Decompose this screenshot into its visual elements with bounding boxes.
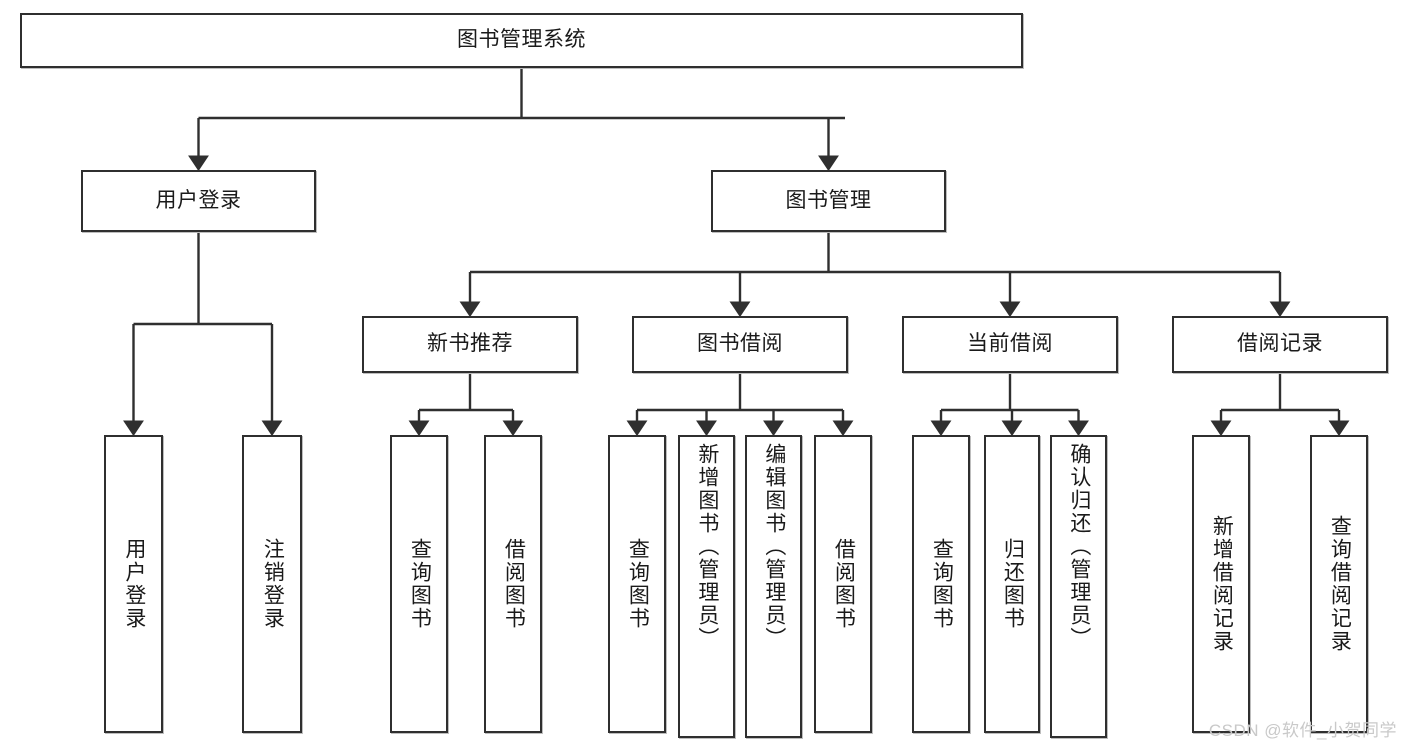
node-new-book-recommend[interactable]: 新书推荐: [362, 316, 578, 373]
leaf-confirm-return-admin[interactable]: 确认归还（管理员）: [1050, 435, 1107, 738]
leaf-borrow-book[interactable]: 借阅图书: [814, 435, 872, 733]
node-borrow-record-label: 借阅记录: [1237, 332, 1323, 356]
leaf-add-borrow-record[interactable]: 新增借阅记录: [1192, 435, 1250, 733]
node-book-borrow-label: 图书借阅: [697, 332, 783, 356]
leaf-query-book-borrow[interactable]: 查询图书: [608, 435, 666, 733]
leaf-query-book-current-label: 查询图书: [930, 538, 954, 630]
leaf-add-book-admin-label: 新增图书（管理员）: [695, 443, 719, 650]
leaf-query-borrow-record-label: 查询借阅记录: [1328, 515, 1352, 653]
leaf-return-book[interactable]: 归还图书: [984, 435, 1040, 733]
leaf-user-login[interactable]: 用户登录: [104, 435, 163, 733]
leaf-user-login-label: 用户登录: [122, 538, 146, 630]
leaf-query-book-recommend-label: 查询图书: [408, 538, 432, 630]
leaf-query-book-recommend[interactable]: 查询图书: [390, 435, 448, 733]
node-user-login[interactable]: 用户登录: [81, 170, 316, 232]
csdn-watermark: CSDN @软件_小贺同学: [1208, 721, 1397, 740]
leaf-borrow-book-recommend-label: 借阅图书: [502, 538, 526, 630]
leaf-logout[interactable]: 注销登录: [242, 435, 302, 733]
node-root[interactable]: 图书管理系统: [20, 13, 1023, 68]
leaf-confirm-return-admin-label: 确认归还（管理员）: [1067, 443, 1091, 650]
leaf-edit-book-admin[interactable]: 编辑图书（管理员）: [745, 435, 802, 738]
node-book-borrow[interactable]: 图书借阅: [632, 316, 848, 373]
node-book-management[interactable]: 图书管理: [711, 170, 946, 232]
node-user-login-label: 用户登录: [155, 188, 242, 212]
leaf-add-book-admin[interactable]: 新增图书（管理员）: [678, 435, 735, 738]
node-current-borrow[interactable]: 当前借阅: [902, 316, 1118, 373]
leaf-query-book-borrow-label: 查询图书: [626, 538, 650, 630]
leaf-query-borrow-record[interactable]: 查询借阅记录: [1310, 435, 1368, 733]
node-current-borrow-label: 当前借阅: [967, 332, 1053, 356]
leaf-borrow-book-label: 借阅图书: [832, 538, 856, 630]
leaf-borrow-book-recommend[interactable]: 借阅图书: [484, 435, 542, 733]
node-root-label: 图书管理系统: [457, 28, 586, 52]
leaf-add-borrow-record-label: 新增借阅记录: [1210, 515, 1234, 653]
leaf-return-book-label: 归还图书: [1001, 538, 1025, 630]
leaf-edit-book-admin-label: 编辑图书（管理员）: [762, 443, 786, 650]
leaf-query-book-current[interactable]: 查询图书: [912, 435, 970, 733]
leaf-logout-label: 注销登录: [261, 538, 285, 630]
node-new-book-recommend-label: 新书推荐: [427, 332, 513, 356]
node-book-management-label: 图书管理: [785, 188, 872, 212]
node-borrow-record[interactable]: 借阅记录: [1172, 316, 1388, 373]
